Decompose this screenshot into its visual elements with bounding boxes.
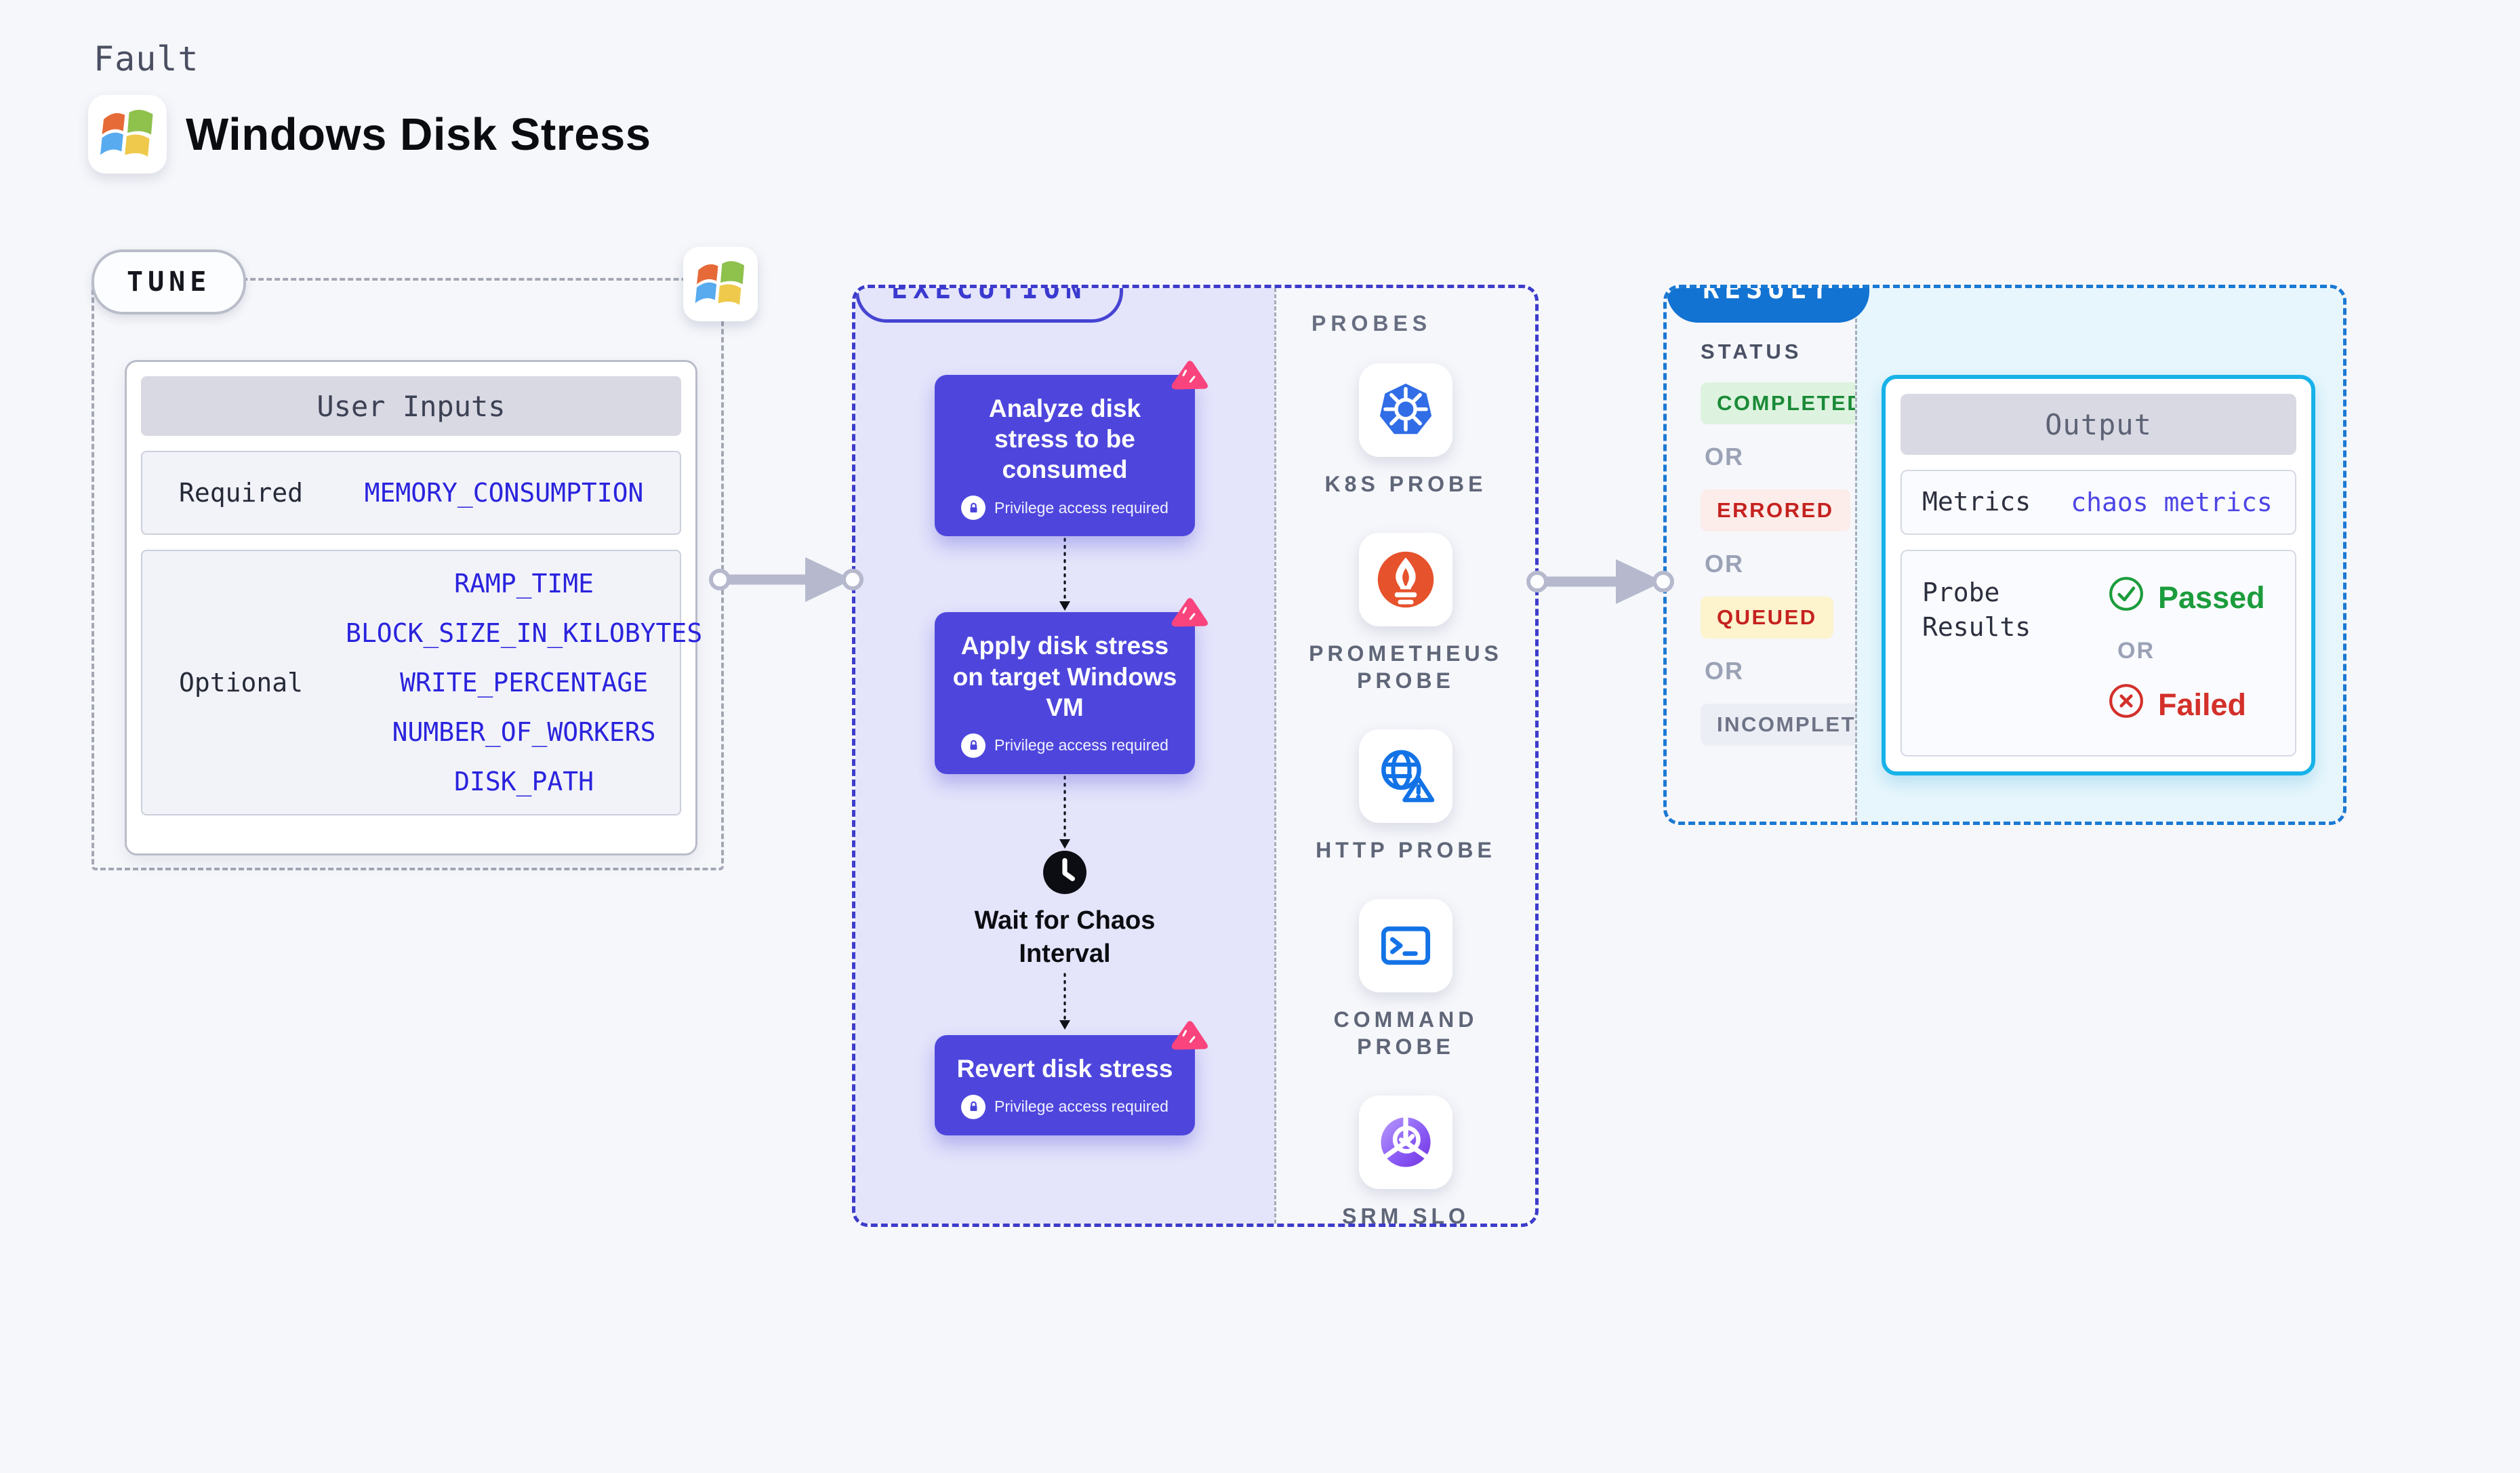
probe-results-label: Probe Results (1922, 578, 2031, 643)
step-apply-disk-stress: Apply disk stress on target Windows VM P… (935, 595, 1209, 774)
status-panel: STATUS COMPLETED OR ERRORED OR QUEUED OR… (1667, 288, 1905, 822)
windows-logo-icon (692, 254, 749, 315)
input-variable: NUMBER_OF_WORKERS (392, 717, 656, 747)
input-variable: DISK_PATH (454, 767, 594, 796)
wait-step-node (1042, 850, 1087, 895)
output-title: Output (1901, 394, 2296, 455)
step-connector-arrow (1059, 972, 1070, 1030)
step-title: Apply disk stress on target Windows VM (952, 632, 1177, 721)
step-connector-arrow (1059, 538, 1070, 611)
result-badge: RESULT (1667, 288, 1869, 323)
privilege-note-text: Privilege access required (994, 498, 1168, 517)
probe-item-prometheus: PROMETHEUS PROBE (1303, 533, 1509, 694)
tune-section: TUNE User Inputs Required MEMORY_CONSUMP… (92, 247, 758, 870)
privilege-note-text: Privilege access required (994, 736, 1168, 754)
chaos-icon (1164, 1015, 1214, 1064)
input-variable: RAMP_TIME (454, 569, 594, 599)
probe-label: SRM SLO PROBE (1342, 1204, 1469, 1227)
output-panel: Output Metrics chaos metrics Probe Resul… (1855, 288, 2343, 822)
probes-heading: PROBES (1312, 311, 1432, 336)
optional-inputs-row: Optional RAMP_TIME BLOCK_SIZE_IN_KILOBYT… (141, 550, 702, 815)
probe-item-command: COMMAND PROBE (1303, 899, 1509, 1060)
metrics-row: Metrics chaos metrics (1901, 470, 2296, 535)
required-inputs-row: Required MEMORY_CONSUMPTION (141, 451, 681, 535)
status-badge-queued: QUEUED (1701, 597, 1833, 639)
probe-label: COMMAND PROBE (1333, 1007, 1478, 1059)
optional-label: Optional (179, 668, 304, 698)
step-revert-disk-stress: Revert disk stress Privilege access requ… (935, 1017, 1209, 1135)
metrics-label: Metrics (1922, 487, 2031, 517)
probe-label: PROMETHEUS PROBE (1309, 641, 1503, 693)
privilege-note: Privilege access required (951, 1094, 1179, 1119)
arrow-tune-to-execution (709, 557, 863, 602)
fault-kicker: Fault (94, 39, 199, 79)
failed-label: Failed (2158, 687, 2247, 722)
execution-steps-panel: Analyze disk stress to be consumed Privi… (855, 288, 1274, 1224)
output-card: Output Metrics chaos metrics Probe Resul… (1882, 375, 2315, 775)
passed-label: Passed (2158, 580, 2265, 615)
probes-panel: PROBES K8S PROBE PROMETHEUS PROBE HTTP P… (1274, 288, 1535, 1224)
lock-icon (961, 496, 986, 521)
user-inputs-title: User Inputs (141, 376, 681, 436)
chaos-icon (1164, 355, 1214, 405)
or-separator: OR (2117, 638, 2155, 664)
required-values: MEMORY_CONSUMPTION (346, 478, 680, 508)
step-connector-arrow (1059, 775, 1070, 849)
step-analyze-disk-stress: Analyze disk stress to be consumed Privi… (935, 358, 1209, 537)
input-variable: MEMORY_CONSUMPTION (364, 478, 644, 508)
probe-item-srm-slo: SRM SLO PROBE (1303, 1095, 1509, 1227)
windows-logo-card (88, 95, 167, 174)
command-terminal-icon (1359, 899, 1452, 992)
lock-icon (961, 733, 986, 758)
lock-icon (961, 1094, 986, 1119)
step-title: Analyze disk stress to be consumed (988, 395, 1141, 484)
or-separator: OR (1705, 550, 1744, 578)
failed-line: Failed (2108, 683, 2246, 727)
probe-label: K8S PROBE (1324, 472, 1487, 496)
privilege-note-text: Privilege access required (994, 1097, 1168, 1116)
srm-slo-icon (1359, 1095, 1452, 1189)
status-heading: STATUS (1701, 340, 1802, 363)
page-title: Windows Disk Stress (186, 108, 651, 160)
required-label: Required (179, 478, 304, 508)
probe-item-http: HTTP PROBE (1316, 729, 1496, 864)
status-badge-completed: COMPLETED (1701, 382, 1881, 424)
prometheus-icon (1359, 533, 1452, 626)
or-separator: OR (1705, 657, 1744, 685)
passed-line: Passed (2108, 576, 2265, 620)
http-globe-icon (1359, 729, 1452, 823)
status-badge-errored: ERRORED (1701, 489, 1850, 531)
page-header: Windows Disk Stress (88, 95, 651, 174)
result-section: RESULT STATUS COMPLETED OR ERRORED OR QU… (1663, 285, 2346, 825)
execution-badge: EXECUTION (855, 288, 1123, 323)
input-variable: WRITE_PERCENTAGE (400, 668, 649, 698)
probe-results-row: Probe Results Passed OR Failed (1901, 550, 2296, 756)
x-circle-icon (2108, 683, 2145, 727)
arrow-execution-to-result (1526, 559, 1674, 604)
step-title: Revert disk stress (956, 1054, 1173, 1083)
or-separator: OR (1705, 443, 1744, 470)
kubernetes-icon (1359, 363, 1452, 457)
clock-icon (1042, 886, 1087, 897)
execution-section: EXECUTION Analyze disk stress to be cons… (852, 285, 1539, 1227)
privilege-note: Privilege access required (951, 496, 1179, 521)
chaos-icon (1164, 592, 1214, 642)
wait-step-title: Wait for Chaos Interval (974, 906, 1156, 969)
metrics-value: chaos metrics (2071, 487, 2273, 517)
windows-logo-icon (97, 102, 158, 167)
input-variable: BLOCK_SIZE_IN_KILOBYTES (346, 618, 703, 648)
probe-results-values: Passed OR Failed (2065, 576, 2295, 727)
probe-item-k8s: K8S PROBE (1325, 363, 1487, 498)
optional-values: RAMP_TIME BLOCK_SIZE_IN_KILOBYTES WRITE_… (346, 569, 720, 796)
user-inputs-card: User Inputs Required MEMORY_CONSUMPTION … (125, 360, 702, 855)
check-circle-icon (2108, 576, 2145, 620)
tune-badge: TUNE (92, 249, 247, 315)
probe-label: HTTP PROBE (1316, 838, 1496, 862)
privilege-note: Privilege access required (951, 733, 1179, 758)
windows-logo-corner-card (683, 247, 758, 321)
